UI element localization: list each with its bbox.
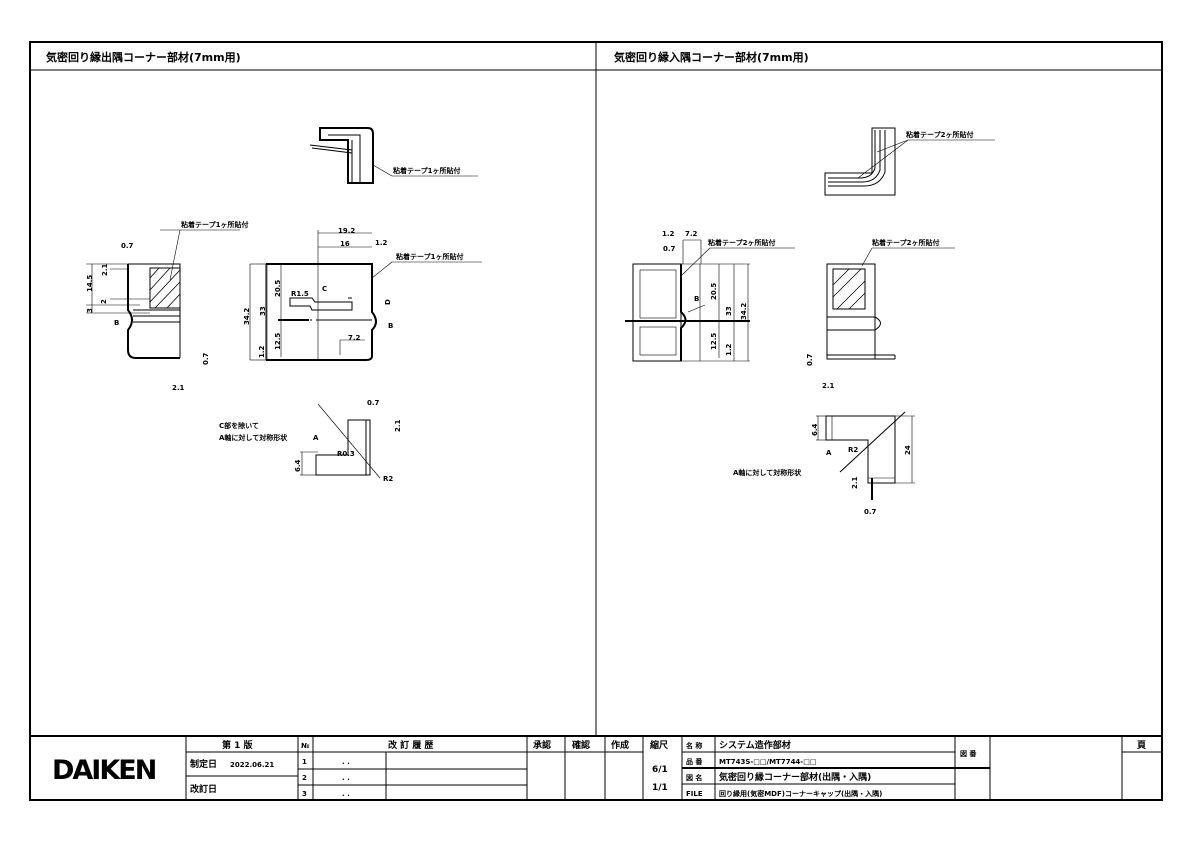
left-front-view: 粘着テープ1ヶ所貼付 19.2 16 1.2 34.2 33 20.5 R1.5… (243, 227, 482, 361)
row-no: 2 (302, 774, 307, 782)
file-label: FILE (686, 790, 703, 798)
dim-label: R2 (383, 475, 393, 483)
title-block: DAIKEN 第 1 版 制定日 2022.06.21 改訂日 № 改 訂 履 … (30, 735, 1162, 800)
tape-note: 粘着テープ1ヶ所貼付 (181, 220, 248, 229)
dim-label: B (114, 319, 119, 327)
left-plan-detail: 0.7 2.1 6.4 R0.3 R2 A C部を除いて A軸に対して対称形状 (219, 399, 402, 483)
tape-note: 粘着テープ2ヶ所貼付 (906, 130, 973, 139)
dim-label: 1.2 (375, 239, 388, 247)
left-section-title: 気密回り縁出隅コーナー部材(7mm用) (46, 50, 241, 64)
dim-label: 6.4 (811, 423, 819, 436)
dim-label: 12.5 (710, 333, 718, 350)
dim-label: 1.2 (662, 230, 675, 238)
dim-label: 2.1 (172, 384, 185, 392)
dim-label: R2 (848, 446, 858, 454)
dim-label: R0.3 (337, 450, 355, 458)
axis-label: A (313, 434, 319, 442)
dim-label: 2.1 (851, 476, 859, 489)
edition: 第 1 版 (222, 739, 253, 751)
revised-label: 改訂日 (190, 783, 217, 795)
dim-label: 19.2 (338, 227, 355, 235)
dim-label: 2.1 (394, 419, 402, 432)
dim-label: 16 (340, 240, 350, 248)
row-no: 1 (302, 758, 307, 766)
note: A軸に対して対称形状 (219, 433, 288, 442)
dim-label: 33 (259, 306, 267, 316)
dim-label: 2 (100, 299, 108, 304)
dim-label: 0.7 (864, 508, 877, 516)
tape-note: 粘着テープ2ヶ所貼付 (872, 238, 939, 247)
drawing-name: 気密回り縁コーナー部材(出隅・入隅) (719, 771, 871, 783)
dim-label: 1.2 (725, 343, 733, 356)
dim-label: 3 (86, 308, 94, 313)
dim-label: 20.5 (274, 280, 282, 297)
dim-label: 0.7 (663, 245, 676, 253)
row-date: . . (342, 774, 350, 782)
right-isometric-view: 粘着テープ2ヶ所貼付 (824, 127, 995, 196)
dim-label: 7.2 (685, 230, 698, 238)
approved-header: 承認 (533, 739, 551, 751)
dim-label: 6.4 (294, 459, 302, 472)
dim-label: 0.7 (806, 353, 814, 366)
dim-label: 34.2 (740, 303, 748, 320)
dim-label: D (384, 299, 392, 305)
page-label: 頁 (1137, 740, 1146, 751)
left-isometric-view: 粘着テープ1ヶ所貼付 (309, 127, 478, 184)
dim-label: B (694, 295, 699, 303)
dim-label: 7.2 (348, 334, 361, 342)
dim-label: R1.5 (291, 290, 309, 298)
tape-note: 粘着テープ1ヶ所貼付 (393, 166, 460, 175)
dim-label: C (322, 285, 327, 293)
right-side-view: 粘着テープ2ヶ所貼付 0.7 2.1 (806, 238, 955, 390)
established-label: 制定日 (190, 758, 217, 770)
dim-label: 0.7 (121, 242, 134, 250)
established-date: 2022.06.21 (230, 761, 274, 769)
drawing-no-label: 図 番 (960, 749, 977, 758)
part-label: 品 番 (686, 757, 703, 766)
axis-label: A (826, 449, 832, 457)
no-header: № (301, 742, 310, 750)
right-section-title: 気密回り縁入隅コーナー部材(7mm用) (614, 50, 809, 64)
dim-label: 0.7 (202, 352, 210, 365)
tape-note: 粘着テープ1ヶ所貼付 (396, 252, 463, 261)
dim-label: 12.5 (274, 333, 282, 350)
dim-label: 33 (725, 306, 733, 316)
dim-label: 34.2 (243, 308, 251, 325)
note: A軸に対して対称形状 (733, 468, 802, 477)
dim-label: 2.1 (101, 263, 109, 276)
row-no: 3 (302, 790, 307, 798)
row-date: . . (342, 758, 350, 766)
dim-label: 24 (904, 445, 912, 455)
tape-note: 粘着テープ2ヶ所貼付 (708, 238, 775, 247)
drawing-label: 図 名 (686, 773, 702, 782)
dim-label: 1.2 (258, 345, 266, 358)
dim-label: 2.1 (822, 382, 835, 390)
note: C部を除いて (219, 421, 259, 430)
left-side-view: 粘着テープ1ヶ所貼付 0.7 2.1 14.5 2 3 B 0.7 2.1 (86, 220, 248, 392)
scale-header: 縮尺 (650, 739, 668, 751)
dim-label: B (388, 322, 393, 330)
created-header: 作成 (611, 739, 629, 751)
checked-header: 確認 (572, 739, 590, 751)
dim-label: 0.7 (367, 399, 380, 407)
scale-value: 1/1 (652, 783, 668, 793)
name-value: システム造作部材 (719, 739, 791, 751)
scale-value: 6/1 (652, 765, 668, 775)
file-name: 回り縁用(気密MDF)コーナーキャップ(出隅・入隅) (719, 789, 882, 798)
name-label: 名 称 (686, 741, 702, 750)
right-front-view: 1.2 7.2 0.7 粘着テープ2ヶ所貼付 B 20.5 33 34.2 12… (625, 230, 795, 362)
history-header: 改 訂 履 歴 (388, 739, 433, 751)
daiken-logo: DAIKEN (52, 755, 156, 786)
right-plan-detail: 6.4 R2 24 A 2.1 0.7 A軸に対して対称形状 (733, 411, 915, 516)
row-date: . . (342, 790, 350, 798)
dim-label: 20.5 (710, 283, 718, 300)
dim-label: 14.5 (86, 275, 94, 292)
part-number: MT743S-□□/MT7744-□□ (719, 758, 816, 766)
